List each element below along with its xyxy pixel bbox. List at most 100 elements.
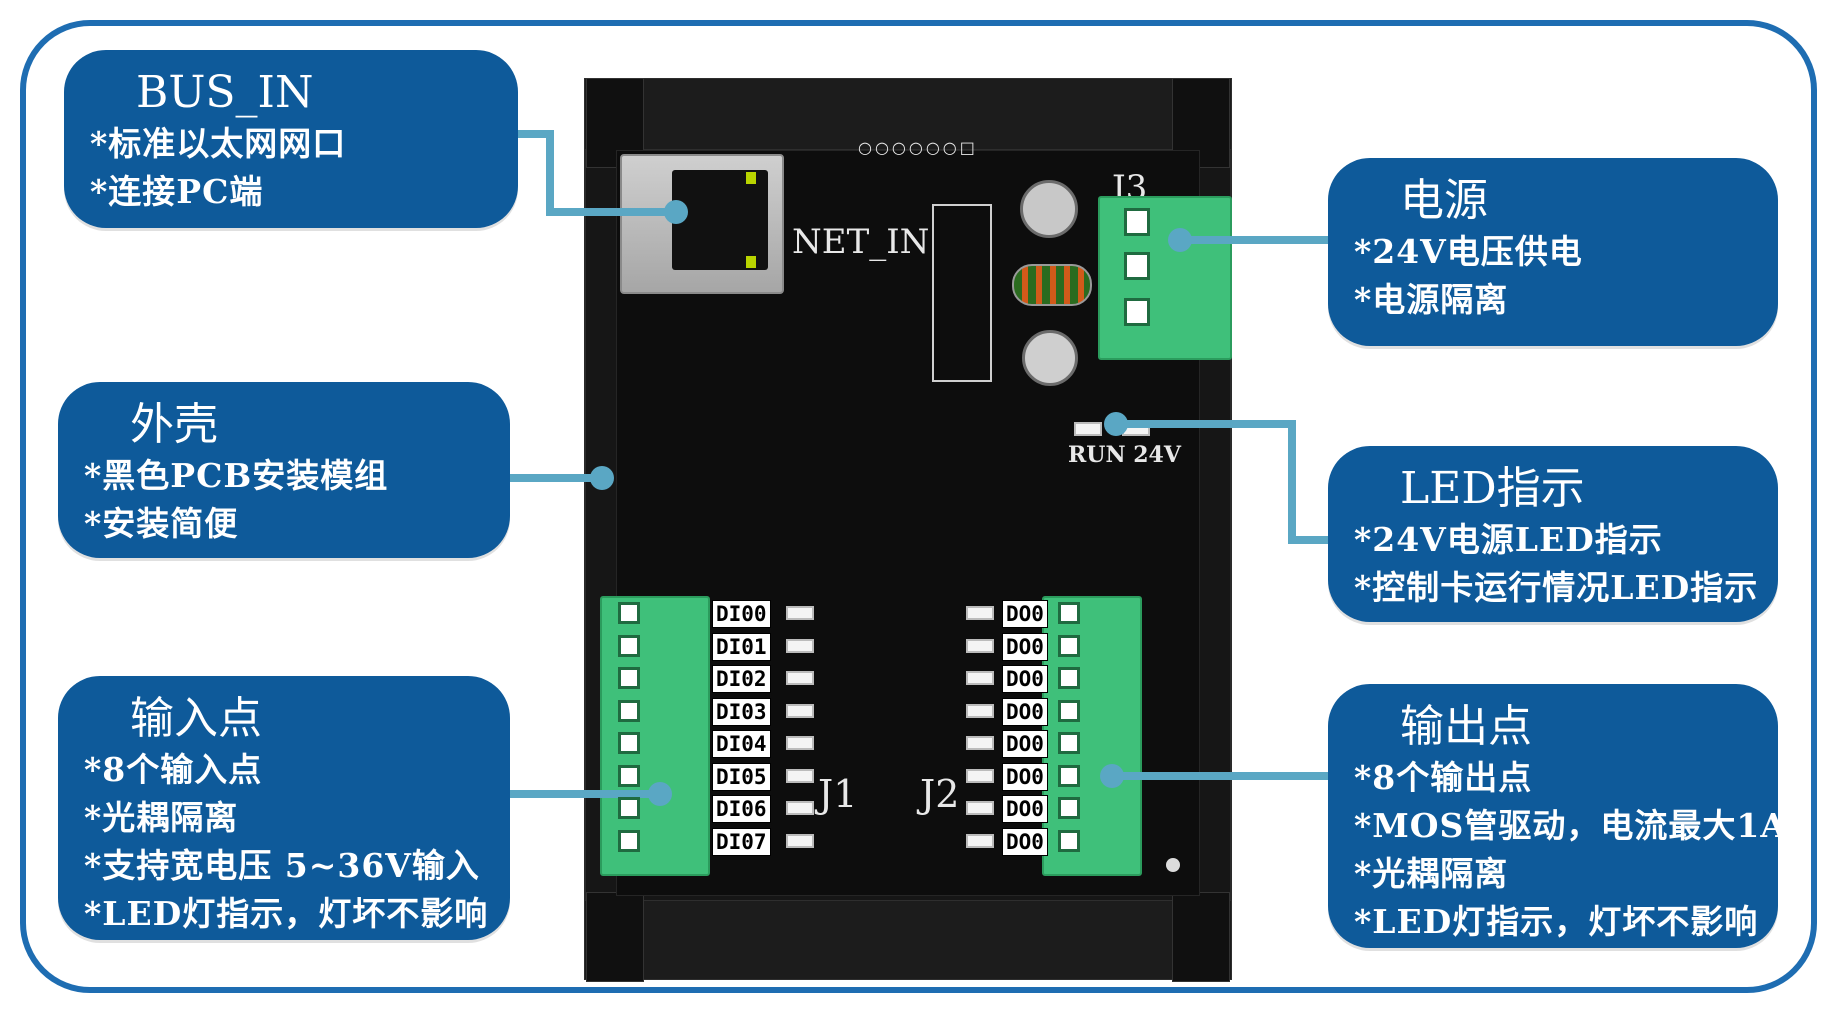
callout-bullet: *安装简便 — [84, 504, 239, 543]
terminal-screw-icon — [1058, 797, 1080, 819]
callout-title: BUS_IN — [136, 67, 314, 118]
input-terminal-block — [600, 596, 710, 876]
output-led-icon — [966, 606, 994, 620]
terminal-screw-icon — [618, 602, 640, 624]
callout-bullet: *24V电源LED指示 — [1354, 520, 1663, 559]
terminal-screw-icon — [618, 765, 640, 787]
callout-bullet: *连接PC端 — [90, 172, 264, 211]
callout-input: 输入点 *8个输入点 *光耦隔离 *支持宽电压 5~36V输入 *LED灯指示，… — [58, 676, 510, 940]
connector-dot — [590, 466, 614, 490]
pin-header: ○○○○○○□ — [858, 138, 978, 157]
input-led-icon — [786, 736, 814, 750]
di-label: DI07 — [712, 828, 771, 856]
do-label: DO0 — [1002, 698, 1048, 726]
j2-label: J2 — [920, 772, 960, 816]
di-label: DI03 — [712, 698, 771, 726]
callout-shell: 外壳 *黑色PCB安装模组 *安装简便 — [58, 382, 510, 558]
terminal-screw-icon — [1058, 602, 1080, 624]
terminal-screw-icon — [1058, 667, 1080, 689]
input-led-icon — [786, 769, 814, 783]
terminal-screw-icon — [1124, 298, 1150, 326]
corner-clip — [586, 892, 644, 982]
callout-bullet: *MOS管驱动，电流最大1A — [1354, 806, 1787, 845]
callout-bullet: *LED灯指示，灯坏不影响 — [1354, 902, 1759, 941]
callout-title: LED指示 — [1400, 463, 1585, 514]
terminal-screw-icon — [1058, 700, 1080, 722]
input-led-icon — [786, 639, 814, 653]
terminal-screw-icon — [1058, 765, 1080, 787]
callout-title: 输入点 — [130, 693, 262, 744]
do-label: DO0 — [1002, 730, 1048, 758]
output-led-icon — [966, 769, 994, 783]
connector-line — [510, 790, 660, 798]
capacitor-icon — [1020, 180, 1078, 238]
terminal-screw-icon — [618, 635, 640, 657]
terminal-screw-icon — [1058, 635, 1080, 657]
connector-line — [1288, 536, 1328, 544]
transformer-outline — [932, 204, 992, 382]
do-label: DO0 — [1002, 763, 1048, 791]
do-label: DO0 — [1002, 795, 1048, 823]
rj45-led-icon — [746, 172, 756, 184]
di-label: DI04 — [712, 730, 771, 758]
connector-line — [1112, 772, 1328, 780]
terminal-screw-icon — [618, 700, 640, 722]
connector-dot — [1100, 764, 1124, 788]
connector-line — [510, 474, 602, 482]
input-led-icon — [786, 704, 814, 718]
output-led-icon — [966, 834, 994, 848]
callout-bullet: *8个输出点 — [1354, 758, 1533, 797]
input-led-icon — [786, 834, 814, 848]
connector-dot — [648, 782, 672, 806]
output-led-icon — [966, 671, 994, 685]
do-label: DO0 — [1002, 633, 1048, 661]
output-led-icon — [966, 801, 994, 815]
callout-bullet: *标准以太网网口 — [90, 124, 347, 163]
terminal-screw-icon — [618, 667, 640, 689]
callout-title: 外壳 — [130, 399, 218, 450]
terminal-screw-icon — [1124, 208, 1150, 236]
di-label: DI05 — [712, 763, 771, 791]
inductor-icon — [1012, 264, 1092, 306]
input-led-icon — [786, 801, 814, 815]
connector-line — [546, 130, 554, 216]
top-rail — [584, 78, 1232, 150]
capacitor-icon — [1022, 330, 1078, 386]
connector-line — [518, 130, 552, 138]
output-led-icon — [966, 704, 994, 718]
callout-bullet: *光耦隔离 — [84, 798, 239, 837]
terminal-screw-icon — [1058, 830, 1080, 852]
connector-line — [1178, 236, 1328, 244]
run-24v-label: RUN 24V — [1068, 442, 1181, 468]
corner-clip — [1172, 892, 1230, 982]
terminal-screw-icon — [1124, 252, 1150, 280]
callout-output: 输出点 *8个输出点 *MOS管驱动，电流最大1A *光耦隔离 *LED灯指示，… — [1328, 684, 1787, 948]
output-terminal-block — [1042, 596, 1142, 876]
bottom-rail — [584, 900, 1232, 980]
callout-bus-in: BUS_IN *标准以太网网口 *连接PC端 — [64, 50, 518, 228]
output-led-icon — [966, 639, 994, 653]
do-label: DO0 — [1002, 828, 1048, 856]
power-terminal-block — [1098, 196, 1232, 360]
do-label: DO0 — [1002, 665, 1048, 693]
do-label: DO0 — [1002, 600, 1048, 628]
input-led-icon — [786, 671, 814, 685]
terminal-screw-icon — [618, 732, 640, 754]
di-label: DI00 — [712, 600, 771, 628]
callout-bullet: *LED灯指示，灯坏不影响 — [84, 894, 489, 933]
di-label: DI02 — [712, 665, 771, 693]
callout-bullet: *支持宽电压 5~36V输入 — [84, 846, 480, 885]
rj45-led-icon — [746, 256, 756, 268]
rj45-port-icon — [672, 170, 768, 270]
connector-line — [1114, 420, 1294, 428]
callout-power: 电源 *24V电压供电 *电源隔离 — [1328, 158, 1778, 346]
output-led-icon — [966, 736, 994, 750]
connector-line — [1288, 420, 1296, 544]
connector-line — [546, 208, 672, 216]
callout-title: 电源 — [1400, 175, 1488, 226]
callout-bullet: *电源隔离 — [1354, 280, 1509, 319]
callout-bullet: *黑色PCB安装模组 — [84, 456, 389, 495]
callout-bullet: *8个输入点 — [84, 750, 263, 789]
terminal-screw-icon — [618, 797, 640, 819]
run-led-icon — [1074, 422, 1102, 436]
